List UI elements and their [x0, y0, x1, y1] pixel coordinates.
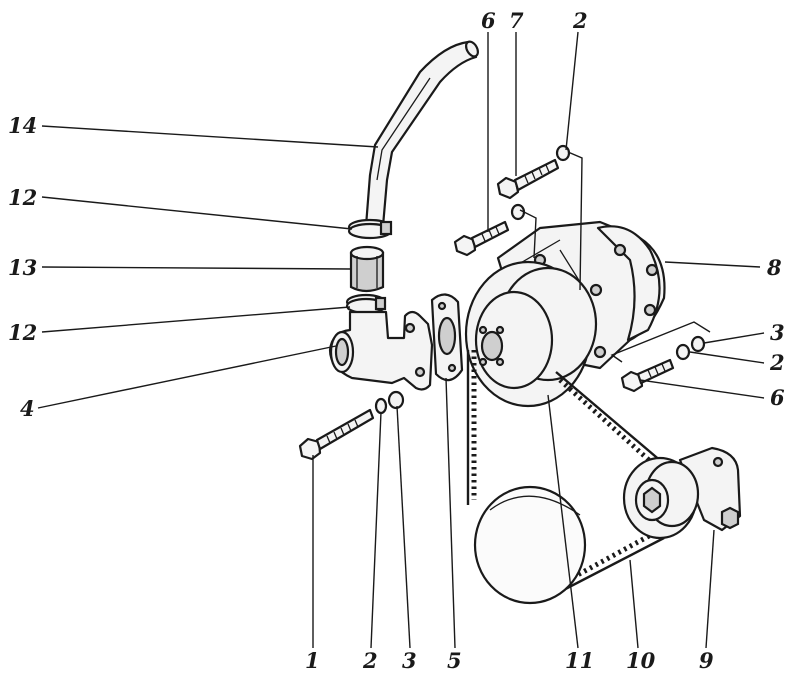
callout-labels: 14 12 13 12 4 6 7 2 8 3 2 6 1 2 3 5 11 1… — [8, 8, 785, 673]
bolt-top — [496, 158, 560, 200]
callout-6-upper: 6 — [481, 8, 496, 33]
washer-top — [555, 144, 571, 162]
washer-right-3 — [690, 335, 706, 353]
belt-tensioner — [622, 446, 742, 540]
timing-belt — [466, 350, 665, 605]
callout-11: 11 — [565, 648, 594, 673]
bolt-bottom — [298, 408, 375, 461]
callout-3-bottom: 3 — [402, 648, 417, 673]
callout-8: 8 — [766, 255, 782, 280]
callout-12-upper: 12 — [8, 185, 37, 210]
leader-lines — [37, 31, 765, 649]
rubber-hose — [349, 245, 385, 293]
callout-3-right: 3 — [770, 320, 785, 345]
callout-12-lower: 12 — [8, 320, 37, 345]
callout-10: 10 — [626, 648, 656, 673]
washer-right-2 — [675, 343, 691, 361]
washer-bottom-3 — [387, 390, 405, 410]
washer-upper — [510, 203, 526, 221]
bolt-right — [620, 358, 675, 393]
callout-2-bottom: 2 — [362, 648, 378, 673]
callout-13: 13 — [8, 255, 37, 280]
bolt-upper — [453, 220, 510, 257]
pump-pulley — [464, 260, 598, 408]
coolant-pipe — [364, 40, 479, 228]
elbow-outlet — [328, 310, 434, 391]
callout-5: 5 — [447, 648, 462, 673]
washer-bottom-2 — [374, 397, 388, 415]
callout-4: 4 — [20, 396, 35, 421]
callout-14: 14 — [8, 113, 37, 138]
lower-hose-clamp — [345, 293, 387, 315]
callout-7: 7 — [509, 8, 524, 33]
callout-2-top: 2 — [572, 8, 588, 33]
callout-9: 9 — [699, 648, 714, 673]
callout-1: 1 — [305, 648, 320, 673]
gasket — [430, 293, 464, 382]
upper-hose-clamp — [347, 218, 393, 240]
callout-6-right: 6 — [770, 385, 785, 410]
callout-2-right: 2 — [769, 350, 785, 375]
